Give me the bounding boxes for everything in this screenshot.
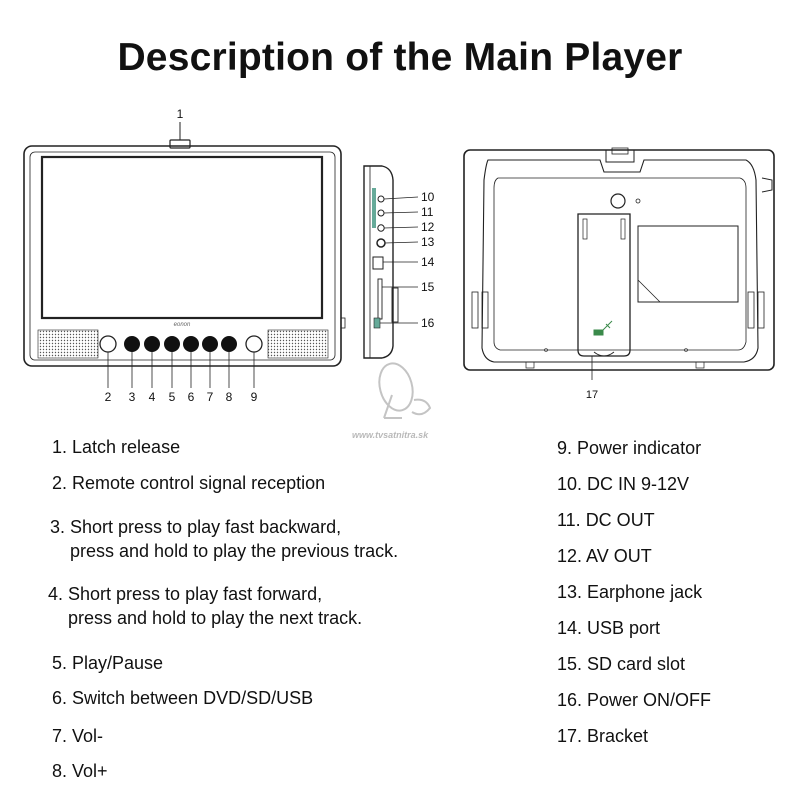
- description-item-8: 8. Vol+: [52, 761, 108, 781]
- description-item-1: 1. Latch release: [52, 437, 181, 457]
- description-item-17: 17. Bracket: [557, 726, 649, 746]
- fast-backward-button: [124, 336, 140, 352]
- bracket-label-icon: [593, 320, 613, 336]
- sd-card-slot: [377, 278, 383, 320]
- callout-14: 14: [421, 255, 435, 269]
- description-item-10: 10. DC IN 9-12V: [557, 474, 690, 494]
- av-out-port: [377, 224, 385, 232]
- bracket: [577, 213, 631, 357]
- description-item-12: 12. AV OUT: [557, 546, 652, 566]
- dc-out-port: [377, 209, 385, 217]
- description-item-11: 11. DC OUT: [557, 510, 655, 530]
- description-item-4: 4. Short press to play fast forward, pre…: [48, 584, 363, 628]
- description-item-13: 13. Earphone jack: [557, 582, 703, 602]
- front-view: [23, 122, 346, 367]
- description-item-6: 6. Switch between DVD/SD/USB: [52, 688, 314, 708]
- callout-4: 4: [149, 390, 156, 404]
- front-leader-lines: [107, 352, 255, 388]
- callout-5: 5: [169, 390, 176, 404]
- callout-3: 3: [129, 390, 136, 404]
- callout-16: 16: [421, 316, 435, 330]
- description-item-14: 14. USB port: [557, 618, 661, 638]
- callout-2: 2: [105, 390, 112, 404]
- back-view: [463, 147, 775, 371]
- brand-logo: eonon: [174, 322, 191, 328]
- screen: [40, 155, 324, 320]
- callout-17: 17: [586, 389, 598, 401]
- description-item-15: 15. SD card slot: [557, 654, 686, 674]
- watermark-logo: [378, 362, 432, 419]
- description-item-3: 3. Short press to play fast backward, pr…: [50, 517, 399, 561]
- callout-10: 10: [421, 190, 435, 204]
- fast-forward-button: [144, 336, 160, 352]
- callout-6: 6: [188, 390, 195, 404]
- usb-port: [372, 256, 384, 270]
- callout-13: 13: [421, 235, 435, 249]
- player-diagram: eonon 1 2 3 4 5 6 7 8 9: [23, 107, 775, 419]
- front-body: [23, 145, 342, 367]
- description-item-9: 9. Power indicator: [557, 438, 702, 458]
- vol-down-button: [202, 336, 218, 352]
- callout-11: 11: [421, 205, 434, 219]
- description-item-5: 5. Play/Pause: [52, 653, 164, 673]
- dc-in-port: [377, 195, 385, 203]
- power-indicator: [245, 335, 263, 353]
- description-item-16: 16. Power ON/OFF: [557, 690, 712, 710]
- callout-12: 12: [421, 220, 435, 234]
- earphone-jack: [376, 238, 386, 248]
- callout-1: 1: [177, 107, 184, 121]
- callout-7: 7: [207, 390, 214, 404]
- right-speaker-grill: [267, 329, 329, 359]
- callout-15: 15: [421, 280, 435, 294]
- side-leader-lines: [380, 196, 419, 324]
- front-buttons: [99, 335, 263, 353]
- play-pause-button: [164, 336, 180, 352]
- remote-sensor: [99, 335, 117, 353]
- power-switch: [373, 317, 381, 329]
- page-title: Description of the Main Player: [117, 36, 683, 79]
- source-switch-button: [183, 336, 199, 352]
- callout-9: 9: [251, 390, 258, 404]
- vol-up-button: [221, 336, 237, 352]
- callout-8: 8: [226, 390, 233, 404]
- watermark-text: www.tvsatnitra.sk: [352, 430, 429, 440]
- description-item-2: 2. Remote control signal reception: [52, 473, 326, 493]
- left-speaker-grill: [37, 329, 99, 359]
- description-item-7: 7. Vol-: [52, 726, 104, 746]
